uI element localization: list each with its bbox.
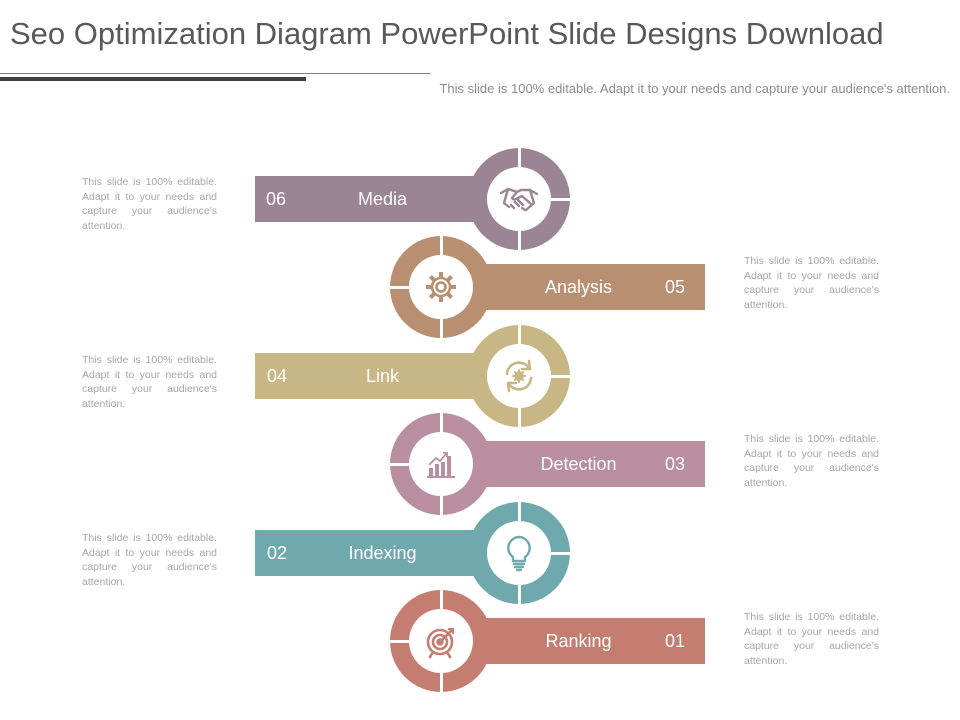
description-text-right-2: This slide is 100% editable. Adapt it to… [744,433,879,489]
title-rule-thin [0,73,430,74]
step-04-number: 04 [267,366,288,386]
step-01-ring [390,590,492,692]
description-text-right-3: This slide is 100% editable. Adapt it to… [744,611,879,667]
gear-icon [426,272,456,302]
step-03-number: 03 [665,454,686,474]
handshake-icon [499,187,539,212]
step-02-number: 02 [267,543,288,563]
slide-subtitle: This slide is 100% editable. Adapt it to… [439,81,950,96]
step-01-label: Ranking [545,631,612,651]
step-06-ring [468,148,570,250]
description-text-right-1: This slide is 100% editable. Adapt it to… [744,255,879,311]
description-text-left-2: This slide is 100% editable. Adapt it to… [82,354,217,410]
step-03-label: Detection [540,454,617,474]
description-text-left-3: This slide is 100% editable. Adapt it to… [82,532,217,588]
slide-title: Seo Optimization Diagram PowerPoint Slid… [10,16,884,51]
step-04-label: Link [365,366,400,386]
title-rule-thick [0,77,306,81]
step-05-number: 05 [665,277,686,297]
description-text-left-1: This slide is 100% editable. Adapt it to… [82,176,217,232]
step-05-ring [390,236,492,338]
lightbulb-icon [507,535,531,572]
step-02-ring [468,502,570,604]
step-03-ring [390,413,492,515]
refresh-gear-icon [505,359,533,393]
bar-chart-icon [427,452,455,478]
step-05-label: Analysis [544,277,613,297]
step-06-number: 06 [266,189,287,209]
step-02-label: Indexing [348,543,417,563]
step-06-label: Media [357,189,408,209]
step-04-ring [468,325,570,427]
step-01-number: 01 [665,631,686,651]
target-icon [426,627,455,659]
